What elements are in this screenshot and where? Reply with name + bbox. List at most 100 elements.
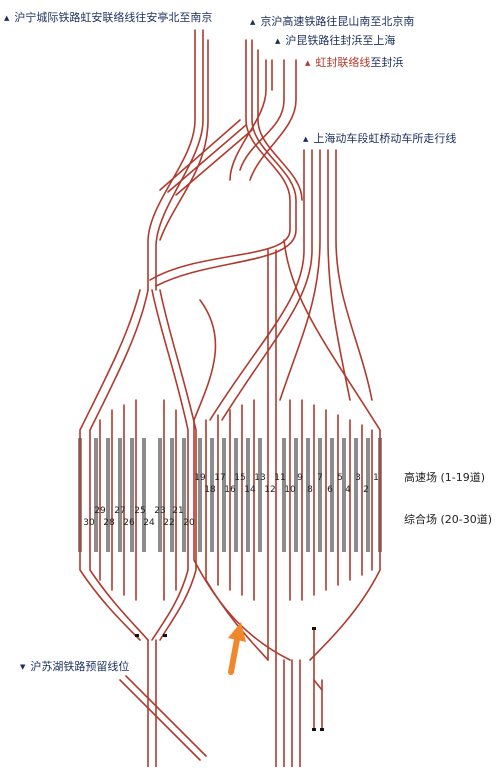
track-group [79,29,381,768]
south-exit-track [119,679,201,761]
buffer-stop-icon [312,627,316,630]
track-number-label: 3 [355,473,361,483]
emu-depot-line-label: ▲上海动车段虹桥动车所走行线 [303,132,457,145]
platform-bar [210,438,214,552]
platform-bar [354,438,358,552]
general-yard-track [151,289,189,641]
platform-bar [170,438,174,552]
track-number-label: 16 [224,485,236,495]
high-speed-yard-label: 高速场 (1-19道) [404,471,486,484]
hongfeng-approach-track [239,59,285,171]
platform-bar [94,438,98,552]
buffer-stop-icon [320,728,324,731]
track-number-label: 1 [373,473,379,483]
track-number-label: 12 [264,485,275,495]
hs-yard-track [193,299,291,661]
track-number-label: 19 [194,473,206,483]
track-number-label: 13 [254,473,265,483]
up-triangle-icon: ▲ [275,37,281,45]
diagonal-connector [167,124,247,193]
track-number-label: 20 [183,518,195,528]
track-number-label: 11 [274,473,285,483]
track-number-label: 6 [327,485,333,495]
platform-bar [306,438,310,552]
general-yard-label: 综合场 (20-30道) [404,513,493,526]
platform-bar [330,438,334,552]
platform-bar [130,438,134,552]
huning-approach-track [147,29,196,291]
platform-bar [118,438,122,552]
platform-bar [318,438,322,552]
track-number-label: 27 [114,506,125,516]
platform-bar [366,438,370,552]
hongfeng-approach-track [249,59,297,181]
south-exit-track [125,675,207,757]
platform-bar [182,438,186,552]
track-number-label: 17 [214,473,225,483]
track-number-label: 22 [163,518,174,528]
buffer-stop-icon [163,634,167,637]
hongfeng-link-label: ▲虹封联络线至封浜 [305,56,404,69]
buffer-stop-group [135,627,324,731]
track-number-label: 18 [204,485,216,495]
hukun-rail-label: ▲沪昆铁路往封浜至上海 [275,34,396,47]
track-number-label: 15 [234,473,245,483]
track-number-label: 9 [297,473,303,483]
hs-yard-track [283,239,381,661]
platform-bar [246,438,250,552]
emu-siding-track [313,679,323,691]
platform-bar [106,438,110,552]
diagonal-connector [175,129,253,196]
emu-depot-track [335,149,373,401]
platform-bar [158,438,162,552]
track-number-label: 2 [363,485,369,495]
buffer-stop-icon [312,728,316,731]
up-triangle-icon: ▲ [303,135,309,143]
huning-intercity-label: ▲沪宁城际铁路虹安联络线往安亭北至南京 [4,11,213,24]
general-yard-track [79,289,141,641]
buffer-stop-icon [135,634,139,637]
general-yard-track [89,289,149,641]
jinghu-hsr-label: ▲京沪高速铁路往昆山南至北京南 [250,15,415,28]
track-number-label: 21 [172,506,183,516]
platform-bar [258,438,262,552]
track-number-label: 10 [284,485,296,495]
down-triangle-icon: ▼ [20,663,26,671]
track-number-label: 7 [317,473,323,483]
track-number-label: 28 [103,518,115,528]
track-number-label: 5 [337,473,343,483]
jinghu-approach-track [257,49,303,201]
huning-approach-track [159,39,209,241]
emu-depot-track [209,149,305,421]
track-number-label: 25 [134,506,145,516]
track-number-label: 8 [307,485,313,495]
platform-bar [222,438,226,552]
platform-bar [342,438,346,552]
jinghu-approach-track [155,39,297,287]
up-triangle-icon: ▲ [305,59,311,67]
track-number-label: 14 [244,485,256,495]
track-number-label: 29 [94,506,106,516]
huning-approach-track [155,29,204,291]
up-triangle-icon: ▲ [250,18,256,26]
husuhu-reserved-label: ▼沪苏湖铁路预留线位 [20,660,130,673]
platform-bar [142,438,146,552]
orange-arrow-icon [228,622,246,675]
emu-depot-track [221,149,313,421]
platform-group [78,438,382,552]
jinghu-approach-track [149,39,291,281]
track-number-label: 4 [345,485,351,495]
track-number-label: 23 [154,506,165,516]
platform-bar [282,438,286,552]
track-number-label: 24 [143,518,155,528]
track-number-label: 26 [123,518,135,528]
track-number-label: 30 [83,518,95,528]
hukun-approach-track [229,59,267,181]
diagonal-connector [159,119,241,191]
hs-yard-track [205,419,269,661]
platform-bar [294,438,298,552]
emu-depot-track [327,149,351,401]
